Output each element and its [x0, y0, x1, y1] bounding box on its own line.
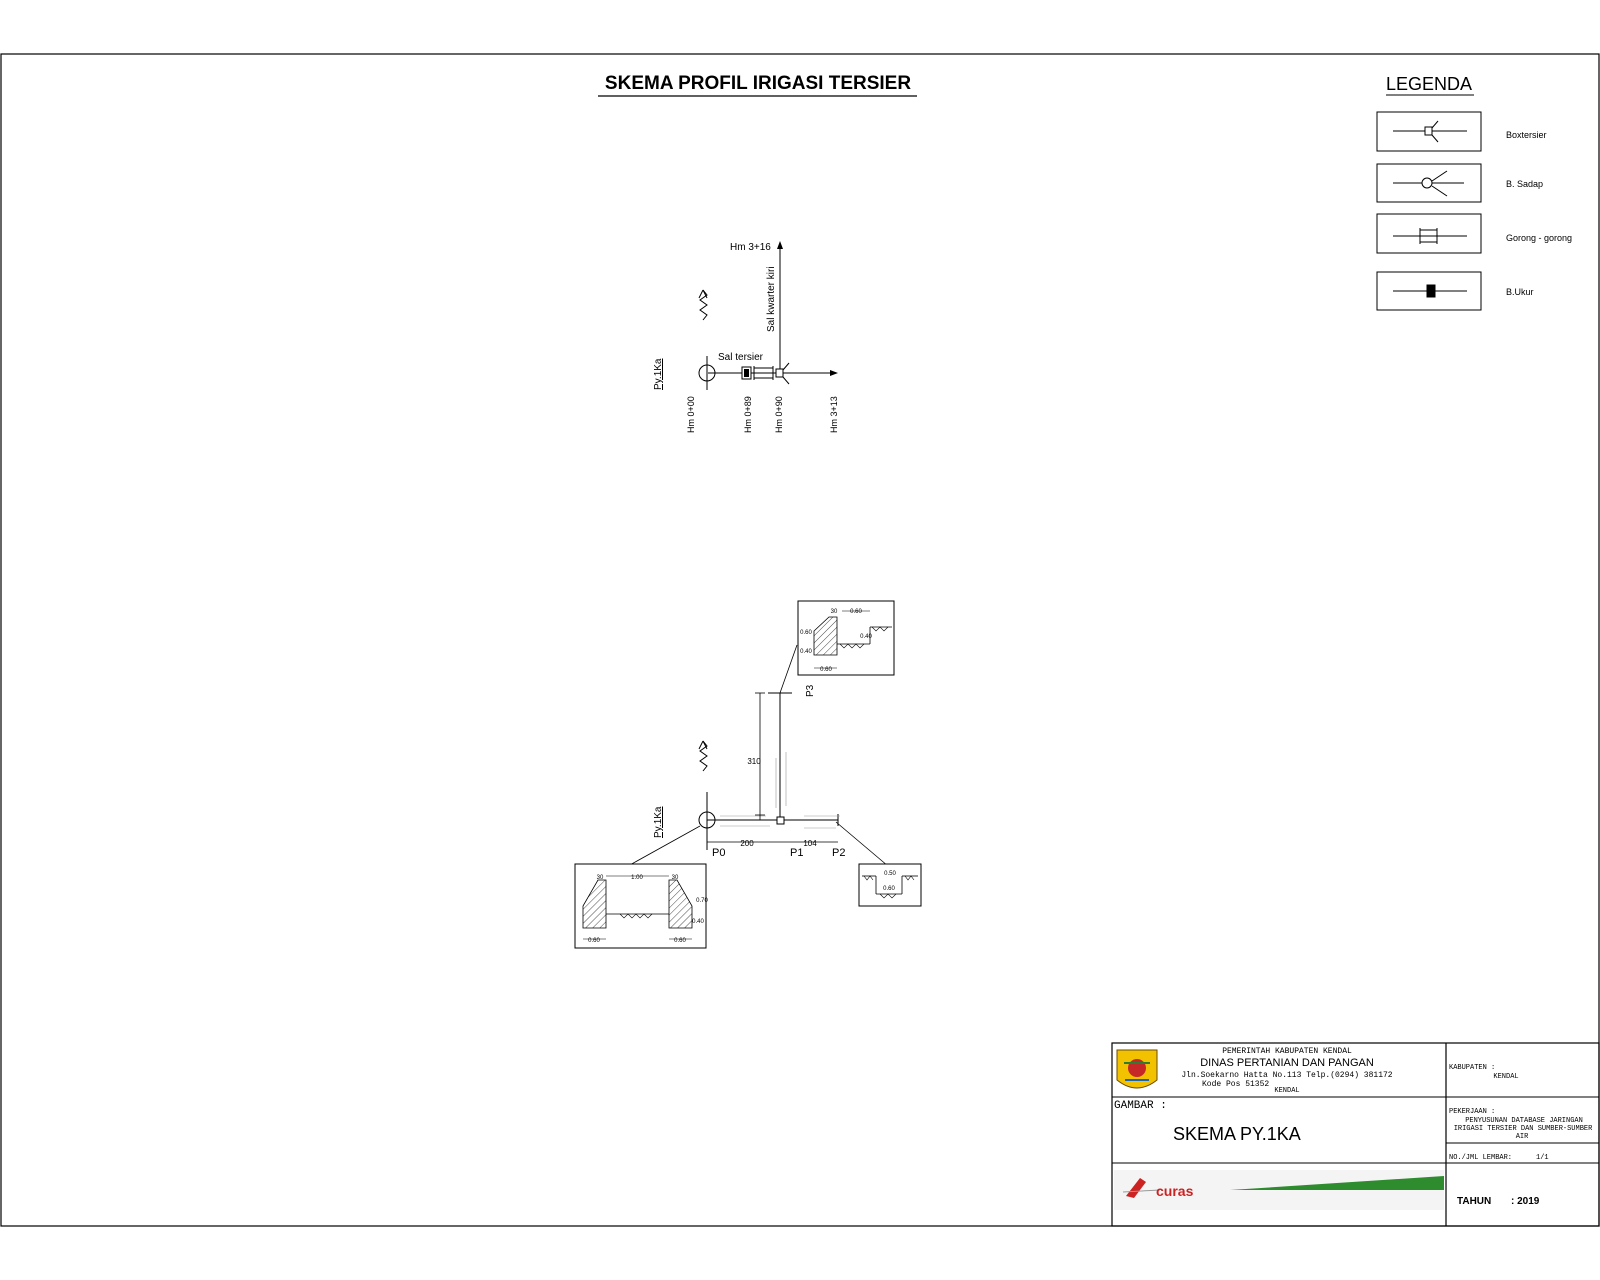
faint-channel-annotations — [720, 752, 840, 829]
legend-label-b-ukur: B.Ukur — [1506, 287, 1534, 297]
pekerjaan-line-2: IRIGASI TERSIER DAN SUMBER-SUMBER — [1454, 1125, 1593, 1133]
sadap-node-icon — [698, 792, 716, 850]
point-p0: P0 — [712, 847, 725, 859]
station-hm-0-00: Hm 0+00 — [686, 396, 696, 433]
svg-text:0.60: 0.60 — [588, 938, 600, 944]
cross-section-p2: 0.50 0.60 — [858, 863, 922, 907]
regency-emblem-icon — [1116, 1049, 1158, 1089]
title-block: PEMERINTAH KABUPATEN KENDAL DINAS PERTAN… — [1111, 1042, 1600, 1227]
legend-label-gorong-gorong: Gorong - gorong — [1506, 233, 1572, 243]
north-arrow-icon — [698, 289, 708, 321]
b-sadap-icon — [1376, 163, 1482, 203]
svg-text:0.60: 0.60 — [674, 938, 686, 944]
svg-text:0.40: 0.40 — [800, 649, 812, 655]
svg-text:0.70: 0.70 — [696, 898, 708, 904]
svg-text:30: 30 — [831, 609, 838, 615]
point-p2: P2 — [832, 847, 845, 859]
pekerjaan-label: PEKERJAAN : — [1449, 1108, 1495, 1116]
drawing-title: SKEMA PROFIL IRIGASI TERSIER — [605, 73, 911, 94]
gambar-label: GAMBAR : — [1114, 1100, 1167, 1112]
box-symbol-icon — [775, 362, 790, 385]
schema-station-label: Py.1Ka — [653, 358, 664, 390]
gov-name: PEMERINTAH KABUPATEN KENDAL — [1222, 1047, 1352, 1056]
station-hm-3-13: Hm 3+13 — [829, 396, 839, 433]
svg-text:30: 30 — [597, 875, 604, 881]
lembar-value: 1/1 — [1536, 1154, 1549, 1162]
dim-p0-p1: 200 — [740, 839, 754, 848]
box-node-icon — [776, 816, 785, 825]
legend-label-b-sadap: B. Sadap — [1506, 179, 1543, 189]
station-hm-0-89: Hm 0+89 — [743, 396, 753, 433]
legend-title: LEGENDA — [1386, 74, 1472, 94]
ukur-symbol-icon — [741, 366, 752, 380]
station-hm-0-90: Hm 0+90 — [774, 396, 784, 433]
culvert-symbol-icon — [753, 366, 774, 380]
tahun-value: : 2019 — [1511, 1196, 1540, 1207]
kabupaten-label: KABUPATEN : — [1449, 1064, 1495, 1072]
quarter-channel-label: Sal kwarter kiri — [766, 266, 777, 332]
kabupaten-value: KENDAL — [1493, 1073, 1518, 1081]
legend-label-boxtersier: Boxtersier — [1506, 130, 1547, 140]
svg-text:0.40: 0.40 — [692, 919, 704, 925]
svg-text:0.60: 0.60 — [850, 609, 862, 615]
plan-diagram: 310 200 104 P0 P1 P2 P3 Py.1Ka — [574, 600, 922, 949]
agency-postcode: Kode Pos 51352 — [1202, 1080, 1269, 1089]
box-tersier-icon — [1376, 111, 1482, 152]
lembar-label: NO./JML LEMBAR: — [1449, 1154, 1512, 1162]
consultant-logo-text: curas — [1156, 1183, 1194, 1199]
plan-station-label: Py.1Ka — [653, 806, 664, 838]
svg-text:0.60: 0.60 — [820, 667, 832, 673]
tertiary-channel-label: Sal tersier — [718, 352, 764, 363]
cross-section-p0: 1.00 30 30 0.70 0.40 0.60 0.60 — [574, 863, 708, 949]
drawing-name: SKEMA PY.1KA — [1173, 1124, 1301, 1144]
pekerjaan-line-1: PENYUSUNAN DATABASE JARINGAN — [1465, 1117, 1583, 1125]
svg-text:1.00: 1.00 — [631, 875, 643, 881]
svg-text:30: 30 — [672, 875, 679, 881]
north-arrow-icon — [698, 740, 708, 772]
dim-p1-p2: 104 — [803, 839, 817, 848]
svg-text:0.50: 0.50 — [884, 871, 896, 877]
pekerjaan-line-3: AIR — [1516, 1133, 1529, 1141]
point-p3: P3 — [805, 684, 816, 697]
agency-name: DINAS PERTANIAN DAN PANGAN — [1200, 1057, 1374, 1069]
gorong-gorong-icon — [1376, 213, 1482, 254]
cross-section-p3: 30 0.60 0.60 0.40 0.40 0.60 — [797, 600, 895, 676]
svg-text:0.40: 0.40 — [860, 634, 872, 640]
legend: LEGENDA Boxtersier B. Sadap Gorong - g — [1376, 74, 1572, 311]
dim-p1-p3: 310 — [747, 757, 761, 766]
b-ukur-icon — [1376, 271, 1482, 311]
agency-address: Jln.Soekarno Hatta No.113 Telp.(0294) 38… — [1181, 1071, 1392, 1080]
svg-text:0.60: 0.60 — [883, 886, 895, 892]
agency-city: KENDAL — [1274, 1087, 1299, 1095]
consultant-logo-icon — [1114, 1170, 1444, 1210]
svg-text:0.60: 0.60 — [800, 630, 812, 636]
sheet-frame — [0, 53, 1600, 1227]
tahun-label: TAHUN — [1457, 1196, 1491, 1207]
sadap-symbol-icon — [698, 356, 716, 390]
tertiary-schema: Hm 3+16 Sal kwarter kiri Sal tersier Py.… — [653, 241, 839, 433]
point-p1: P1 — [790, 847, 803, 859]
hm-top-label: Hm 3+16 — [730, 242, 771, 253]
